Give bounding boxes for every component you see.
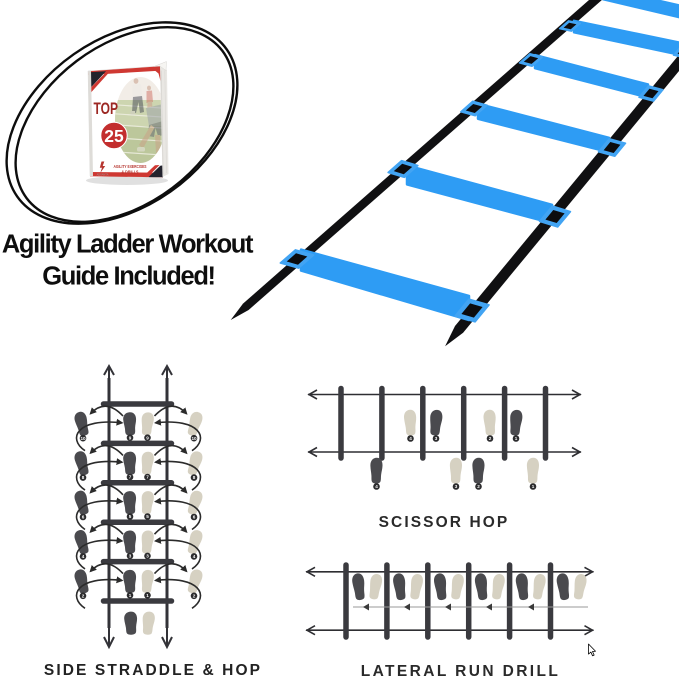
svg-text:10: 10 bbox=[191, 436, 197, 441]
svg-text:SCISSOR HOP: SCISSOR HOP bbox=[379, 514, 510, 531]
svg-text:2: 2 bbox=[477, 484, 480, 489]
svg-text:Agility Ladder Workout: Agility Ladder Workout bbox=[2, 231, 254, 259]
svg-text:4: 4 bbox=[409, 436, 412, 441]
svg-text:9: 9 bbox=[129, 435, 132, 440]
svg-text:9: 9 bbox=[146, 435, 149, 440]
svg-text:2: 2 bbox=[193, 593, 196, 598]
svg-text:SIDE STRADDLE & HOP: SIDE STRADDLE & HOP bbox=[44, 662, 262, 679]
svg-text:4: 4 bbox=[82, 554, 85, 559]
svg-text:10: 10 bbox=[80, 436, 86, 441]
svg-text:2: 2 bbox=[489, 436, 492, 441]
svg-text:3: 3 bbox=[455, 484, 458, 489]
svg-text:5: 5 bbox=[146, 514, 149, 519]
svg-text:1: 1 bbox=[532, 484, 535, 489]
svg-text:6: 6 bbox=[82, 515, 85, 520]
svg-text:5: 5 bbox=[129, 514, 132, 519]
svg-text:1: 1 bbox=[146, 593, 149, 598]
svg-text:AGILITY EXERCISES: AGILITY EXERCISES bbox=[114, 164, 148, 170]
svg-text:2: 2 bbox=[82, 593, 85, 598]
svg-text:1: 1 bbox=[515, 436, 518, 441]
svg-text:4: 4 bbox=[193, 554, 196, 559]
svg-text:& DRILLS: & DRILLS bbox=[122, 169, 140, 175]
svg-text:ADVANTA: ADVANTA bbox=[97, 173, 109, 177]
svg-text:4: 4 bbox=[375, 484, 378, 489]
svg-text:1: 1 bbox=[129, 593, 132, 598]
svg-text:8: 8 bbox=[193, 475, 196, 480]
svg-text:25: 25 bbox=[104, 126, 124, 146]
svg-text:LATERAL RUN DRILL: LATERAL RUN DRILL bbox=[361, 663, 561, 680]
svg-text:Guide Included!: Guide Included! bbox=[42, 263, 214, 291]
svg-text:3: 3 bbox=[146, 554, 149, 559]
svg-text:TOP: TOP bbox=[94, 99, 119, 118]
svg-text:6: 6 bbox=[193, 515, 196, 520]
svg-text:3: 3 bbox=[129, 554, 132, 559]
svg-text:3: 3 bbox=[435, 436, 438, 441]
svg-text:7: 7 bbox=[146, 475, 149, 480]
svg-text:7: 7 bbox=[129, 475, 132, 480]
svg-text:8: 8 bbox=[82, 475, 85, 480]
